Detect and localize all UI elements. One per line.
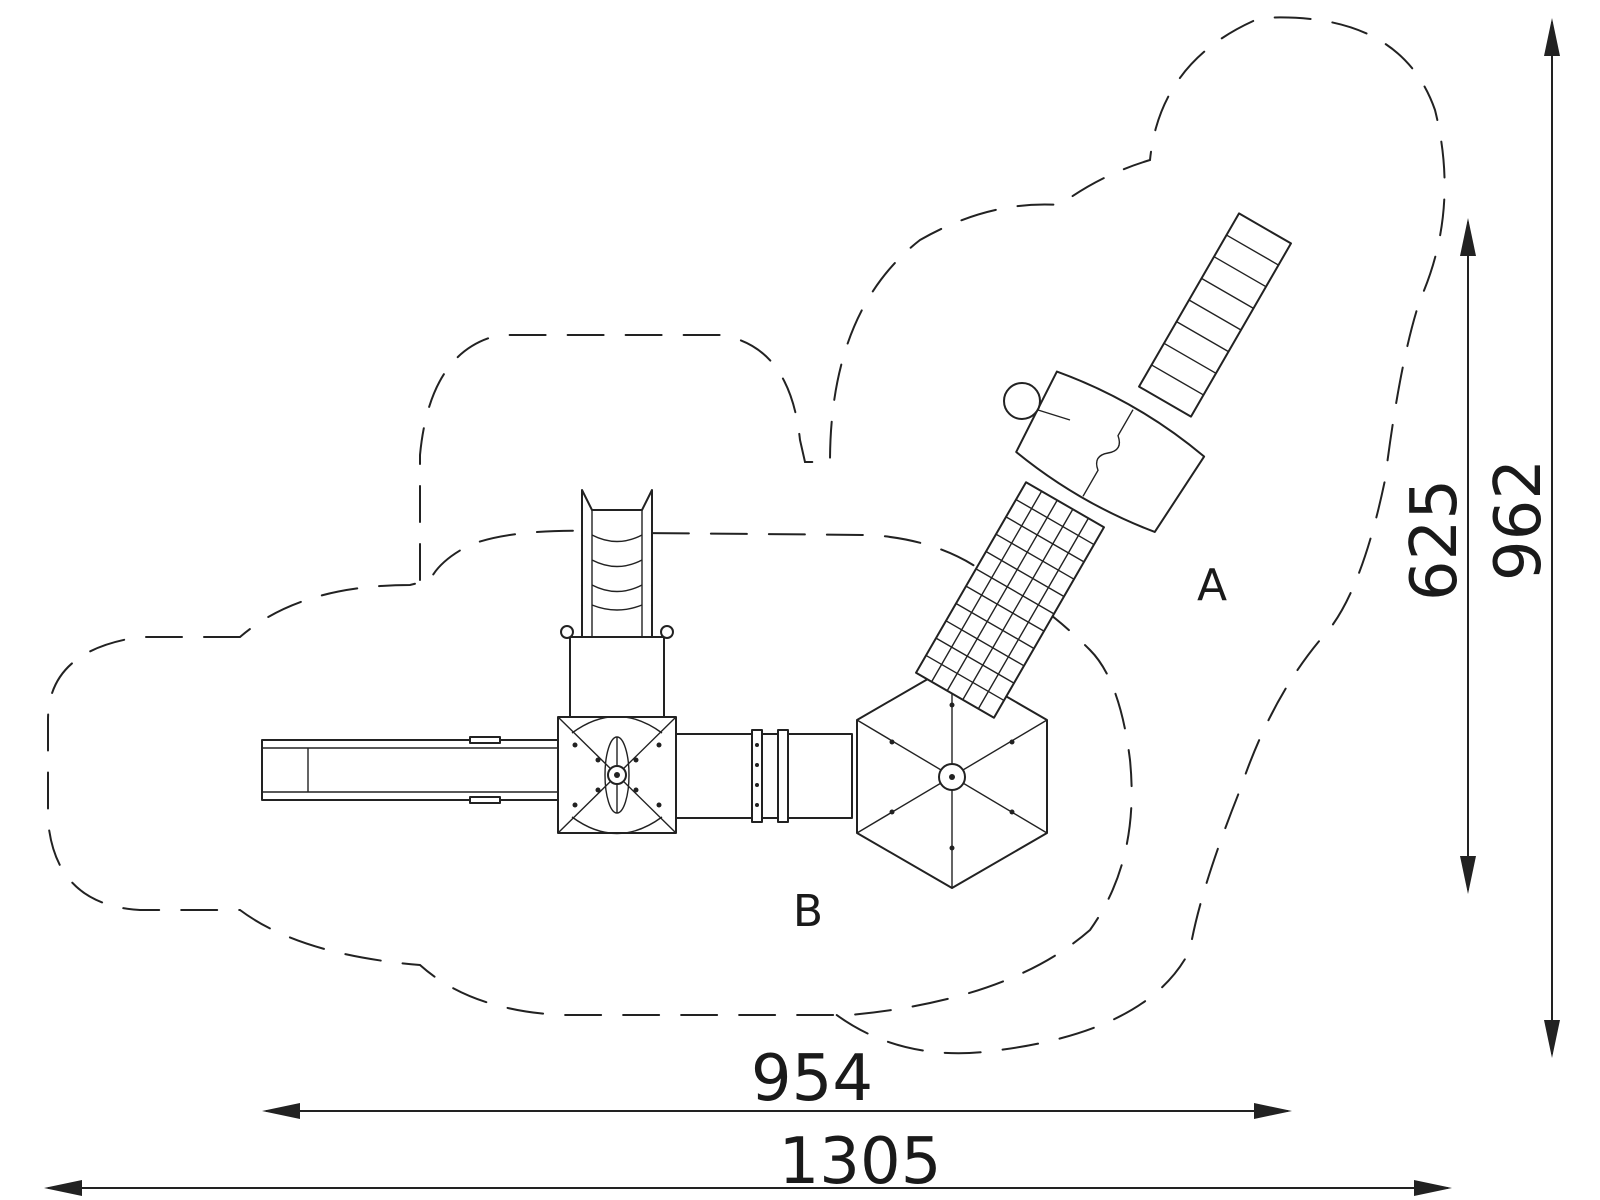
tower-bolts: [572, 742, 662, 808]
dimension-label-625: 625: [1398, 479, 1472, 601]
net-climber: [915, 481, 1105, 719]
dimension-label-954: 954: [751, 1042, 873, 1116]
dimension-outer-width: 1305: [44, 1125, 1452, 1199]
dimension-label-1305: 1305: [779, 1125, 942, 1199]
dimension-inner-width: 954: [262, 1042, 1292, 1119]
safety-zone-a-outer: [419, 16, 1446, 1055]
zone-label-b: B: [793, 886, 823, 937]
ring-handle: [1003, 382, 1071, 421]
roof-cabin: [1015, 370, 1206, 533]
square-tower: [557, 715, 677, 835]
upper-climber: [560, 489, 674, 718]
dimension-outer-height: 962: [1482, 18, 1560, 1058]
hexagon-tower: [856, 664, 1048, 889]
tunnel-bridge: [675, 729, 853, 823]
diagonal-ladder: [1138, 212, 1292, 418]
zone-label-a: A: [1197, 560, 1227, 611]
slide-left: [261, 736, 561, 804]
dimension-label-962: 962: [1482, 459, 1556, 581]
dimension-inner-height: 625: [1398, 218, 1476, 894]
safety-zone-b: [47, 529, 1133, 1016]
